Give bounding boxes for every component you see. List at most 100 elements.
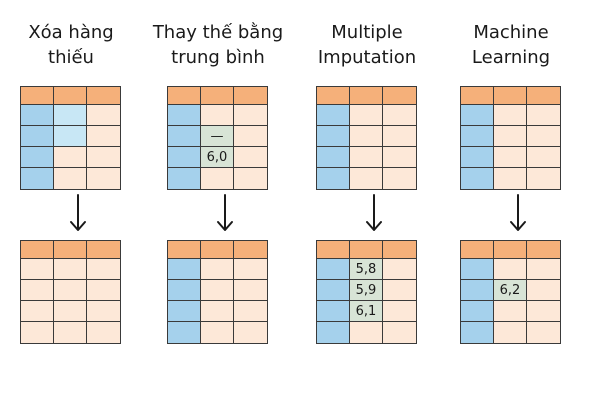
data-cell — [317, 280, 350, 301]
data-cell — [234, 280, 267, 301]
data-cell — [527, 280, 560, 301]
imputed-cell: 5,8 — [350, 259, 383, 280]
data-cell — [54, 280, 87, 301]
data-cell — [87, 301, 120, 322]
data-cell — [21, 259, 54, 280]
data-cell — [383, 126, 416, 147]
data-cell — [168, 259, 201, 280]
data-cell — [494, 322, 527, 343]
header-cell — [201, 241, 234, 259]
down-arrow-icon — [70, 194, 86, 231]
down-arrow-icon — [217, 194, 233, 231]
data-cell — [201, 168, 234, 189]
table-before-1: —6,0 — [167, 86, 268, 190]
data-cell — [54, 259, 87, 280]
data-cell — [21, 322, 54, 343]
data-cell — [461, 147, 494, 168]
method-title-1: Thay thế bằng trung bình — [143, 20, 293, 70]
data-cell — [350, 126, 383, 147]
data-cell — [317, 168, 350, 189]
data-cell — [383, 301, 416, 322]
data-cell — [350, 322, 383, 343]
data-cell — [317, 259, 350, 280]
down-arrow-icon — [510, 194, 526, 231]
header-cell — [21, 87, 54, 105]
data-cell — [317, 147, 350, 168]
table-after-0 — [20, 240, 121, 344]
header-cell — [350, 241, 383, 259]
data-cell — [87, 322, 120, 343]
table-after-1 — [167, 240, 268, 344]
header-cell — [234, 241, 267, 259]
data-cell — [494, 259, 527, 280]
data-cell — [383, 322, 416, 343]
title-line: Multiple — [331, 22, 403, 43]
header-cell — [383, 241, 416, 259]
data-cell — [21, 105, 54, 126]
data-cell — [234, 301, 267, 322]
data-cell — [317, 126, 350, 147]
data-cell — [317, 322, 350, 343]
data-cell — [54, 105, 87, 126]
table-after-3: 6,2 — [460, 240, 561, 344]
data-cell — [461, 168, 494, 189]
table-before-3 — [460, 86, 561, 190]
method-title-3: Machine Learning — [436, 20, 586, 70]
data-cell — [168, 280, 201, 301]
data-cell — [527, 259, 560, 280]
data-cell — [201, 280, 234, 301]
header-cell — [87, 87, 120, 105]
data-cell — [494, 301, 527, 322]
data-cell — [168, 105, 201, 126]
data-cell — [317, 105, 350, 126]
header-cell — [21, 241, 54, 259]
header-cell — [201, 87, 234, 105]
method-title-0: Xóa hàng thiếu — [0, 20, 146, 70]
title-line: Thay thế bằng — [152, 22, 284, 43]
data-cell — [168, 322, 201, 343]
imputed-cell: 6,0 — [201, 147, 234, 168]
data-cell — [54, 126, 87, 147]
title-line: Xóa hàng — [28, 22, 114, 43]
data-cell — [168, 301, 201, 322]
header-cell — [317, 87, 350, 105]
title-line: Machine — [473, 22, 549, 43]
title-line: thiếu — [48, 47, 94, 68]
data-cell — [494, 168, 527, 189]
data-cell — [234, 168, 267, 189]
imputed-cell: 5,9 — [350, 280, 383, 301]
data-cell — [527, 322, 560, 343]
data-cell — [461, 301, 494, 322]
data-cell — [350, 168, 383, 189]
data-cell — [87, 126, 120, 147]
data-cell — [168, 147, 201, 168]
data-cell — [527, 147, 560, 168]
data-cell — [201, 105, 234, 126]
imputed-cell: — — [201, 126, 234, 147]
data-cell — [461, 105, 494, 126]
header-cell — [461, 87, 494, 105]
data-cell — [527, 105, 560, 126]
data-cell — [54, 147, 87, 168]
method-title-2: Multiple Imputation — [292, 20, 442, 70]
title-line: Learning — [471, 47, 551, 68]
data-cell — [383, 280, 416, 301]
imputed-cell: 6,2 — [494, 280, 527, 301]
data-cell — [527, 126, 560, 147]
header-cell — [54, 241, 87, 259]
data-cell — [168, 126, 201, 147]
data-cell — [21, 126, 54, 147]
data-cell — [21, 147, 54, 168]
data-cell — [201, 301, 234, 322]
header-cell — [317, 241, 350, 259]
data-cell — [461, 322, 494, 343]
header-cell — [494, 241, 527, 259]
header-cell — [527, 241, 560, 259]
data-cell — [234, 126, 267, 147]
data-cell — [234, 259, 267, 280]
table-before-0 — [20, 86, 121, 190]
header-cell — [168, 241, 201, 259]
data-cell — [494, 126, 527, 147]
